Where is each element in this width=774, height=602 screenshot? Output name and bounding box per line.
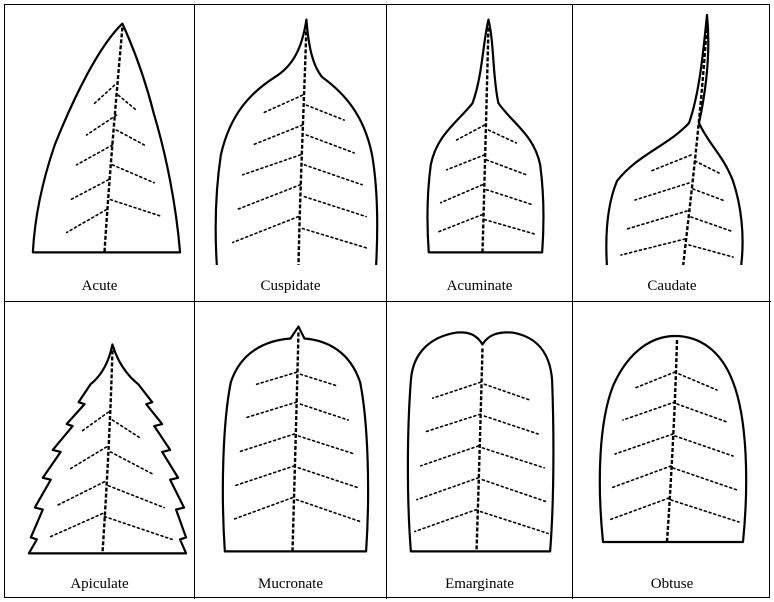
cell-acuminate: Acuminate xyxy=(387,5,573,302)
acute-leaf-icon xyxy=(5,5,194,265)
acuminate-leaf-icon xyxy=(387,5,572,265)
cuspidate-leaf-icon xyxy=(195,5,386,265)
label-acuminate: Acuminate xyxy=(387,278,572,295)
label-cuspidate: Cuspidate xyxy=(195,278,386,295)
label-caudate: Caudate xyxy=(573,278,771,295)
cell-obtuse: Obtuse xyxy=(573,302,771,599)
cell-cuspidate: Cuspidate xyxy=(195,5,387,302)
caudate-leaf-icon xyxy=(573,5,771,265)
label-obtuse: Obtuse xyxy=(573,576,771,593)
cell-acute: Acute xyxy=(5,5,195,302)
label-mucronate: Mucronate xyxy=(195,576,386,593)
mucronate-leaf-icon xyxy=(195,302,386,562)
cell-caudate: Caudate xyxy=(573,5,771,302)
label-acute: Acute xyxy=(5,278,194,295)
cell-emarginate: Emarginate xyxy=(387,302,573,599)
cell-apiculate: Apiculate xyxy=(5,302,195,599)
emarginate-leaf-icon xyxy=(387,302,572,562)
label-apiculate: Apiculate xyxy=(5,576,194,593)
apiculate-leaf-icon xyxy=(5,302,194,562)
obtuse-leaf-icon xyxy=(573,302,771,562)
label-emarginate: Emarginate xyxy=(387,576,572,593)
leaf-apex-diagram: Acute Cuspidate Acuminate Caudate xyxy=(4,4,770,598)
cell-mucronate: Mucronate xyxy=(195,302,387,599)
